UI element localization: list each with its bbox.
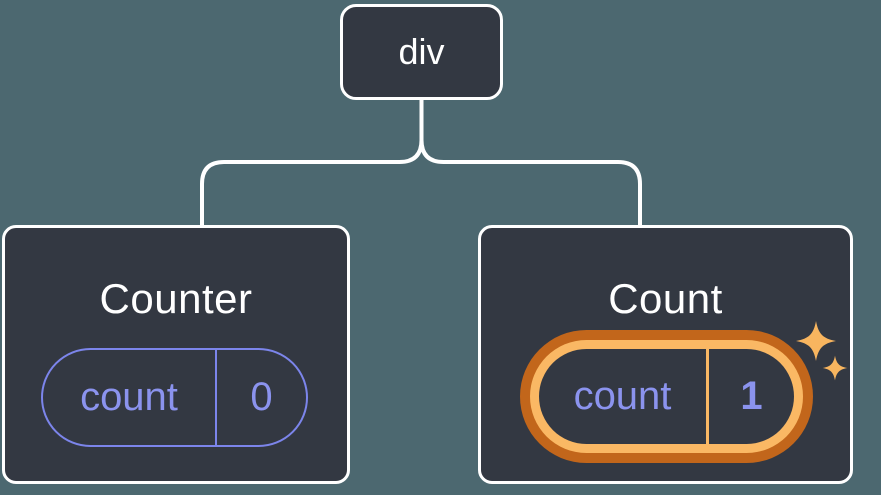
state-value: 1 bbox=[740, 374, 763, 418]
tree-node-counter: Counter count 0 bbox=[2, 225, 350, 484]
tree-node-div: div bbox=[340, 4, 503, 100]
state-name: count bbox=[573, 374, 672, 418]
state-name: count bbox=[80, 375, 178, 419]
connector-right-branch bbox=[419, 98, 642, 227]
connector-left-branch bbox=[200, 98, 424, 227]
state-pill-core: count 1 bbox=[539, 349, 794, 444]
state-pill-highlight-ring: count 1 bbox=[530, 340, 803, 453]
state-pill-divider bbox=[215, 350, 217, 445]
component-title: Counter bbox=[99, 275, 253, 322]
tree-node-count: Count count 1 bbox=[478, 225, 853, 484]
root-node-label: div bbox=[398, 31, 445, 72]
state-value: 0 bbox=[250, 375, 273, 419]
component-title: Count bbox=[608, 275, 723, 322]
state-pill-divider bbox=[706, 349, 709, 444]
state-pill: count 0 bbox=[41, 348, 308, 447]
state-pill-highlighted: count 1 bbox=[520, 330, 813, 463]
